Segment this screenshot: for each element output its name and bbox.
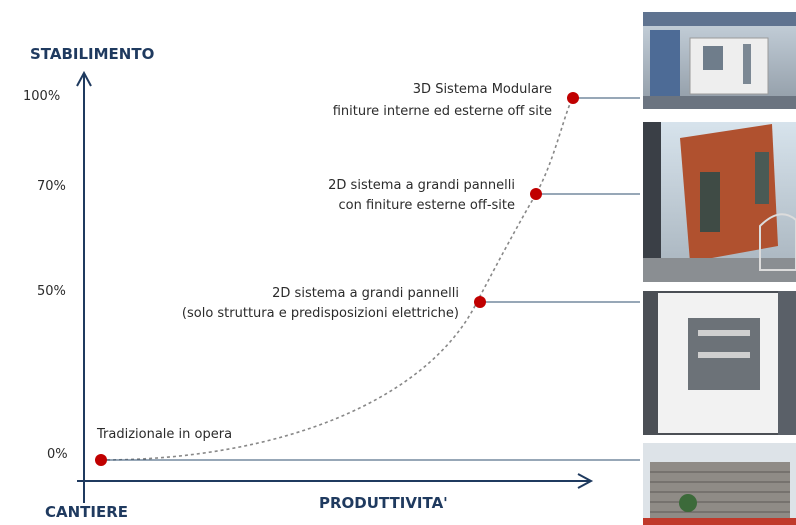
data-point <box>95 454 107 466</box>
y-tick-label: 0% <box>47 447 68 462</box>
point-label: finiture interne ed esterne off site <box>333 104 552 119</box>
data-point <box>567 92 579 104</box>
point-label: con finiture esterne off-site <box>339 198 515 213</box>
point-label: 2D sistema a grandi pannelli <box>328 178 515 193</box>
y-tick-label: 70% <box>37 179 66 194</box>
photo-brick-panel <box>643 122 796 282</box>
trend-curve <box>100 97 574 461</box>
point-label: Tradizionale in opera <box>96 427 232 442</box>
data-point <box>474 296 486 308</box>
origin-label: CANTIERE <box>45 503 128 521</box>
x-axis-title: PRODUTTIVITA' <box>319 494 448 512</box>
y-tick-label: 50% <box>37 284 66 299</box>
data-point <box>530 188 542 200</box>
x-axis-arrow <box>577 473 594 489</box>
axes <box>76 70 594 503</box>
y-axis-title: STABILIMENTO <box>30 45 154 63</box>
photo-modular-unit <box>643 12 796 109</box>
y-axis-arrow <box>76 70 92 87</box>
point-label: 2D sistema a grandi pannelli <box>272 286 459 301</box>
y-tick-label: 100% <box>23 89 60 104</box>
point-label: 3D Sistema Modulare <box>413 82 552 97</box>
photo-white-panel <box>643 291 796 435</box>
photo-construction <box>643 443 796 525</box>
point-label: (solo struttura e predisposizioni elettr… <box>182 306 459 321</box>
